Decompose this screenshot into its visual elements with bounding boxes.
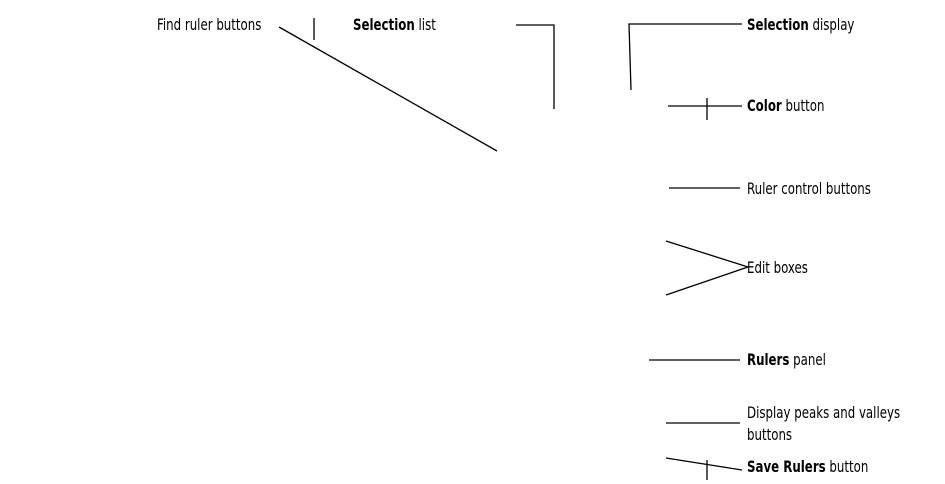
edit-boxes-leader-bottom (665, 266, 749, 296)
ruler-control-label: Ruler control buttons (747, 179, 871, 198)
selection-display-callout: Selection display (747, 14, 854, 36)
peaks-valleys-line1: Display peaks and valleys (747, 403, 901, 422)
selection-list-rest: list (414, 15, 436, 34)
selection-list-bold: Selection (353, 15, 415, 34)
save-rulers-callout: Save Rulers button (747, 456, 868, 478)
edit-boxes-leader-top (665, 240, 749, 268)
find-ruler-callout: Find ruler buttons (157, 14, 261, 36)
save-rulers-bold: Save Rulers (747, 457, 826, 476)
peaks-valleys-line2: buttons (747, 425, 793, 444)
color-button-bold: Color (747, 96, 782, 115)
rulers-panel-rest: panel (789, 350, 826, 369)
color-button-callout: Color button (747, 95, 824, 117)
selection-display-leader (628, 23, 742, 91)
color-button-rest: button (781, 96, 825, 115)
selection-list-leader (516, 24, 555, 109)
save-rulers-rest: button (825, 457, 869, 476)
selection-display-bold: Selection (747, 15, 809, 34)
peaks-valleys-callout: Display peaks and valleys buttons (747, 402, 900, 446)
edit-boxes-callout: Edit boxes (747, 257, 808, 279)
rulers-panel-bold: Rulers (747, 350, 790, 369)
save-rulers-leader (665, 457, 743, 471)
find-ruler-label: Find ruler buttons (157, 15, 262, 34)
edit-boxes-label: Edit boxes (747, 258, 808, 277)
selection-list-callout: Selection list (353, 14, 436, 36)
rulers-panel-callout: Rulers panel (747, 349, 826, 371)
find-ruler-leader (278, 26, 498, 152)
selection-display-rest: display (808, 15, 855, 34)
ruler-control-callout: Ruler control buttons (747, 178, 871, 200)
